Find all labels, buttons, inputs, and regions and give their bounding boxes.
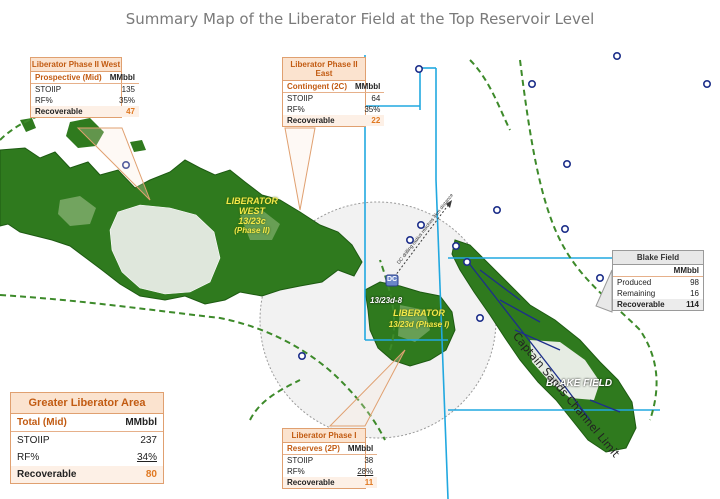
well-label-13-23d-8: 13/23d-8 <box>370 296 403 305</box>
row-value: 47 <box>105 106 140 117</box>
phase2-west-box: Liberator Phase II West Prospective (Mid… <box>30 57 140 118</box>
row-label: STOIIP <box>287 94 314 103</box>
label-line: LIBERATOR <box>393 308 445 318</box>
box-unit: MMbbl <box>351 81 385 93</box>
box-unit: MMbbl <box>343 443 378 455</box>
dc-platform-marker <box>385 274 399 287</box>
blake-pipelines <box>467 261 621 421</box>
phase1-box: Liberator Phase I Reserves (2P)MMbbl STO… <box>282 428 378 489</box>
box-subheader: Contingent (2C) <box>283 81 351 93</box>
blake-core <box>530 340 600 400</box>
row-label: Produced <box>617 278 652 287</box>
row-label: STOIIP <box>17 435 50 446</box>
blake-field-label: BLAKE FIELD <box>546 378 613 389</box>
row-label: Recoverable <box>283 477 344 488</box>
row-value: 114 <box>669 299 703 310</box>
box-subheader: Reserves (2P) <box>283 443 344 455</box>
box-unit: MMbbl <box>669 265 703 277</box>
greater-liberator-header: Greater Liberator Area <box>11 393 163 414</box>
row-label: RF% <box>35 96 53 105</box>
row-value: 11 <box>343 477 378 488</box>
row-value: 35% <box>119 96 136 105</box>
row-value: 64 <box>371 94 381 103</box>
row-label: Recoverable <box>31 106 106 117</box>
box-unit: MMbbl <box>105 414 163 432</box>
row-value: 98 <box>690 278 699 287</box>
label-line: LIBERATOR <box>226 196 278 206</box>
blake-field-header: Blake Field <box>613 251 703 265</box>
row-value: 237 <box>140 435 157 446</box>
row-value: 35% <box>364 105 381 114</box>
dc-label: DC <box>387 276 398 283</box>
row-label: Recoverable <box>283 115 351 126</box>
greater-liberator-box: Greater Liberator Area Total (Mid)MMbbl … <box>10 392 164 484</box>
row-value: 38 <box>364 456 374 465</box>
page-title: Summary Map of the Liberator Field at th… <box>125 10 595 28</box>
liberator-west-core <box>109 204 221 295</box>
label-line: 13/23c <box>238 216 266 226</box>
row-value: 34% <box>136 452 157 463</box>
callout-pointers <box>76 127 406 427</box>
row-label: RF% <box>17 452 40 463</box>
row-value: 16 <box>690 289 699 298</box>
row-value: 135 <box>121 85 136 94</box>
phase2-east-box: Liberator Phase II East Contingent (2C)M… <box>282 57 385 127</box>
label-line: (Phase II) <box>234 226 270 235</box>
row-label: RF% <box>287 467 305 476</box>
label-line: 13/23d (Phase I) <box>388 320 450 329</box>
phase1-header: Liberator Phase I <box>283 429 365 443</box>
liberator-main-label: LIBERATOR 13/23d (Phase I) <box>374 308 464 330</box>
row-value: 22 <box>351 115 385 126</box>
liberator-west-label: LIBERATOR WEST 13/23c (Phase II) <box>222 196 282 236</box>
row-label: Recoverable <box>11 466 106 483</box>
phase2-west-header: Liberator Phase II West <box>31 58 121 72</box>
row-value: 80 <box>105 466 163 483</box>
box-unit: MMbbl <box>105 72 140 84</box>
box-subheader: Total (Mid) <box>11 414 106 432</box>
phase2-east-header: Liberator Phase II East <box>283 58 365 81</box>
label-line: WEST <box>239 206 265 216</box>
row-label: RF% <box>287 105 305 114</box>
row-value: 28% <box>357 467 374 476</box>
row-label: STOIIP <box>35 85 62 94</box>
box-subheader: Prospective (Mid) <box>31 72 106 84</box>
north-island <box>66 118 104 148</box>
blake-field-box: Blake Field MMbbl Produced 98 Remaining 16… <box>612 250 704 311</box>
row-label: Recoverable <box>613 299 670 310</box>
row-label: STOIIP <box>287 456 314 465</box>
row-label: Remaining <box>617 289 656 298</box>
